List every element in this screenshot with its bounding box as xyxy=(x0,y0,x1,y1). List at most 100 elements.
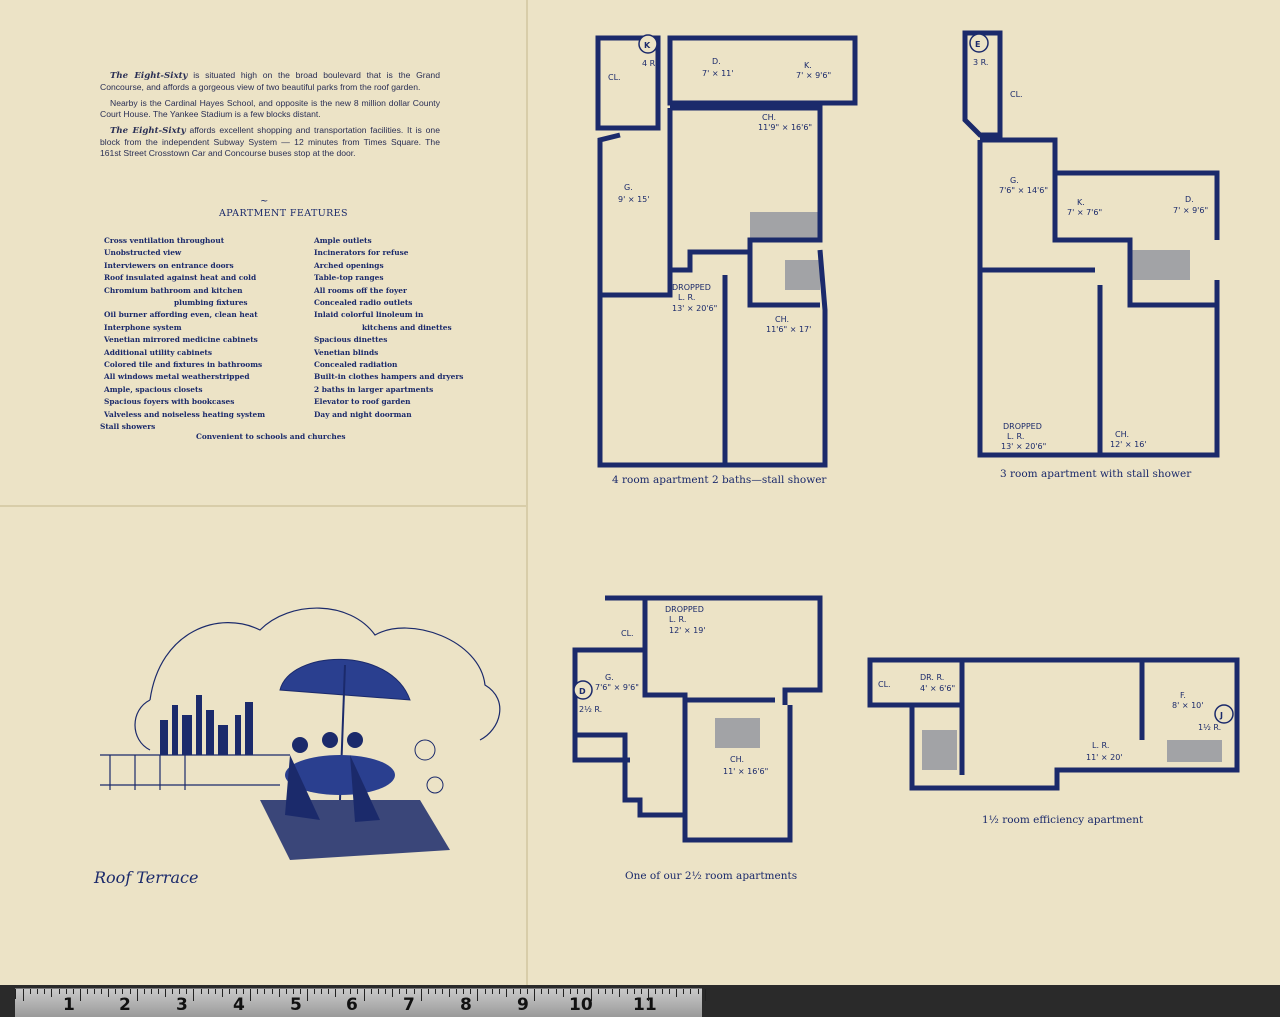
feature-item: Chromium bathroom and kitchen xyxy=(104,285,243,295)
ruler-tick xyxy=(157,989,159,994)
ruler-tick xyxy=(555,989,557,994)
feature-item: Day and night doorman xyxy=(314,409,412,419)
brochure-sheet: The Eight-Sixty is situated high on the … xyxy=(0,0,1280,985)
ruler-tick xyxy=(505,989,507,997)
features-left-column: Cross ventilation throughout Unobstructe… xyxy=(100,235,266,434)
ruler-tick xyxy=(370,989,372,994)
ruler-tick xyxy=(633,989,635,994)
feature-item: Roof insulated against heat and cold xyxy=(104,273,257,283)
ruler-tick xyxy=(335,989,337,997)
room-label: K. xyxy=(1077,198,1085,207)
ruler-tick xyxy=(527,989,529,994)
ruler-tick xyxy=(236,989,237,994)
roof-terrace-caption: Roof Terrace xyxy=(94,868,199,887)
ruler-number: 10 xyxy=(569,995,593,1015)
feature-item: Built-in clothes hampers and dryers xyxy=(314,372,464,382)
plan-d-caption: One of our 2½ room apartments xyxy=(625,870,798,882)
ruler-tick xyxy=(172,989,174,994)
ruler-tick xyxy=(292,989,294,994)
feature-item: Valveless and noiseless heating system xyxy=(104,409,266,419)
rooms-tag: 2½ R. xyxy=(579,705,602,714)
ruler-number: 6 xyxy=(346,995,358,1015)
room-size: 11'9" × 16'6" xyxy=(758,123,812,132)
ruler-number: 11 xyxy=(633,995,657,1015)
floor-plan-k: K 4 R. CL. D. 7' × 11' K. 7' × 9'6" CH. … xyxy=(595,34,858,468)
ruler-number: 2 xyxy=(119,995,131,1015)
ruler-tick xyxy=(406,989,408,994)
ruler-tick xyxy=(23,989,24,1001)
ruler-tick xyxy=(470,989,472,994)
ruler-tick xyxy=(179,989,181,994)
rooms-tag: 1½ R. xyxy=(1198,723,1221,732)
ruler-tick xyxy=(463,989,465,994)
ruler-tick xyxy=(79,989,81,1001)
room-label: DROPPED xyxy=(665,605,704,614)
feature-item: 2 baths in larger apartments xyxy=(314,384,434,394)
room-label-closet: CL. xyxy=(621,629,634,638)
room-size: 11'6" × 17' xyxy=(766,325,811,334)
room-label: K. xyxy=(804,61,812,70)
feature-item: All windows metal weatherstripped xyxy=(104,372,250,382)
plan-badge: E xyxy=(975,40,980,49)
ruler-tick xyxy=(193,989,195,1001)
ruler-tick xyxy=(662,989,663,994)
floor-plan-e: E 3 R. CL. G. 7'6" × 14'6" K. 7' × 7'6" … xyxy=(962,30,1220,458)
ruler-number: 8 xyxy=(460,995,472,1015)
ruler-tick xyxy=(626,989,628,994)
feature-item: Unobstructed view xyxy=(104,248,182,258)
room-size: 7' × 7'6" xyxy=(1067,208,1102,217)
ruler-tick xyxy=(420,989,422,1001)
ruler-tick xyxy=(257,989,259,994)
ruler-tick xyxy=(541,989,543,994)
ruler-tick xyxy=(697,989,699,994)
room-size: 12' × 16' xyxy=(1110,440,1147,449)
feature-item: Colored tile and fixtures in bathrooms xyxy=(104,360,263,370)
feature-item: kitchens and dinettes xyxy=(362,322,452,332)
feature-item: Ample, spacious closets xyxy=(104,384,203,394)
ruler-tick xyxy=(264,989,266,994)
room-size: 4' × 6'6" xyxy=(920,684,955,693)
feature-item: Elevator to roof garden xyxy=(314,397,411,407)
ruler-number: 9 xyxy=(517,995,529,1015)
ruler-tick xyxy=(129,989,131,994)
intro-p3-text: affords excellent shopping and transport… xyxy=(100,125,440,158)
feature-item: Cross ventilation throughout xyxy=(104,236,225,245)
vertical-fold xyxy=(526,0,528,985)
feature-item: Oil burner affording even, clean heat xyxy=(104,310,258,320)
room-label: CH. xyxy=(775,315,789,324)
room-label: DR. R. xyxy=(920,673,944,682)
ruler-tick xyxy=(669,989,671,994)
ruler-tick xyxy=(491,989,493,994)
ruler-tick xyxy=(44,989,46,994)
ruler-tick xyxy=(363,989,365,1001)
ruler-tick xyxy=(647,989,649,1001)
ruler-tick xyxy=(136,989,138,1001)
ruler-tick xyxy=(65,989,67,994)
ruler-tick xyxy=(427,989,429,994)
ruler-tick xyxy=(122,989,124,994)
room-label: CH. xyxy=(1115,430,1129,439)
ruler-tick xyxy=(307,989,308,1001)
ruler-number: 4 xyxy=(233,995,245,1015)
rooms-tag: 3 R. xyxy=(973,58,988,67)
room-label: CH. xyxy=(762,113,776,122)
ruler-tick xyxy=(150,989,152,994)
feature-item: Venetian mirrored medicine cabinets xyxy=(104,335,258,345)
ruler-tick xyxy=(619,989,621,997)
room-size: 7' × 11' xyxy=(702,69,733,78)
ruler-tick xyxy=(569,989,571,994)
ruler-tick xyxy=(449,989,450,997)
room-label: D. xyxy=(1185,195,1194,204)
room-label: CH. xyxy=(730,755,744,764)
ruler-tick xyxy=(548,989,550,994)
room-size: 9' × 15' xyxy=(618,195,649,204)
ruler-tick xyxy=(477,989,479,1001)
feature-item: Interviewers on entrance doors xyxy=(104,260,234,270)
features-title: APARTMENT FEATURES xyxy=(219,208,348,219)
ruler-tick xyxy=(94,989,95,994)
floor-plan-j: J 1½ R. CL. DR. R. 4' × 6'6" F. 8' × 10'… xyxy=(867,657,1240,791)
ruler-tick xyxy=(186,989,188,994)
ruler-tick xyxy=(72,989,74,994)
room-label: DROPPED xyxy=(672,283,711,292)
room-label: G. xyxy=(1010,176,1019,185)
